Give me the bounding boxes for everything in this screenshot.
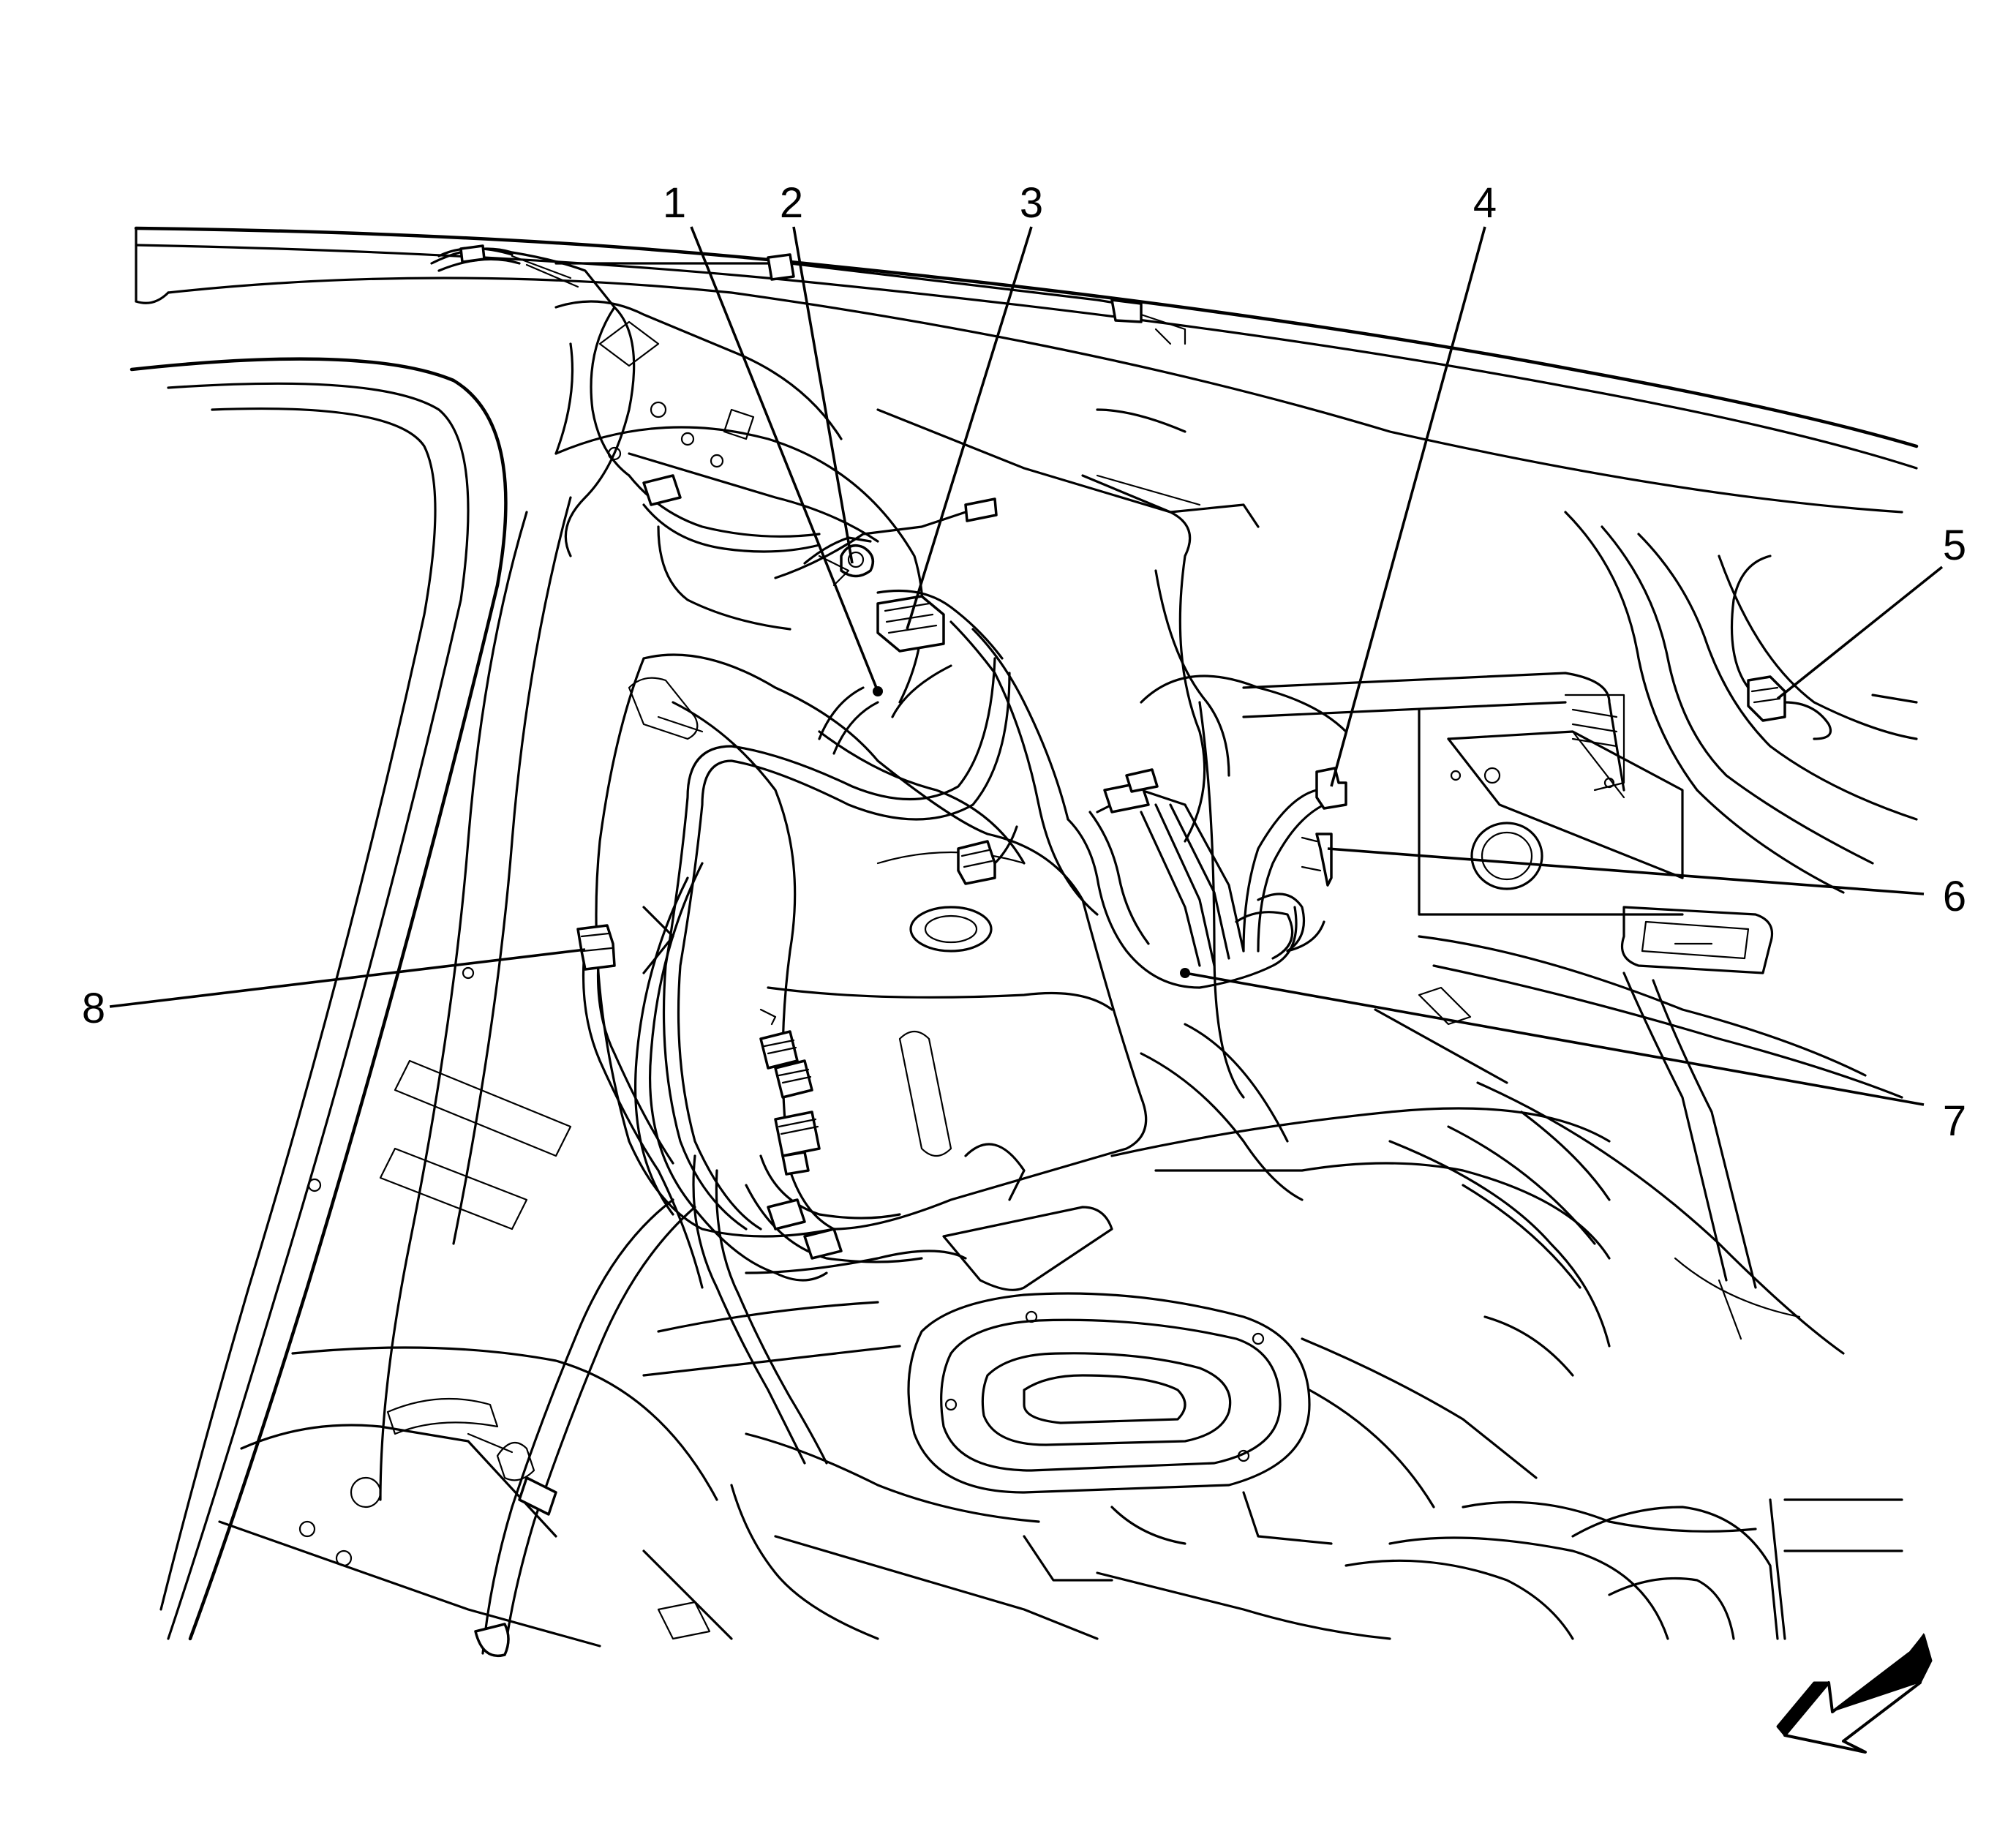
wiring-harness	[430, 244, 1347, 1657]
tank-top-connector	[957, 825, 1018, 885]
connector-8-body	[576, 924, 616, 971]
callout-8: 8	[82, 985, 105, 1032]
connector-3-body	[876, 595, 945, 653]
callout-labels: 1 2 3 4 5 6 7 8	[82, 179, 1966, 1145]
callout-2: 2	[780, 179, 803, 227]
callout-1: 1	[663, 179, 686, 227]
callout-6: 6	[1943, 873, 1966, 920]
front-direction-arrow-icon	[1776, 1633, 1933, 1754]
connector-5-body	[1730, 555, 1832, 740]
vehicle-body-line-art	[129, 226, 1919, 1647]
callout-4: 4	[1473, 179, 1497, 227]
callout-7: 7	[1943, 1097, 1966, 1145]
callout-3: 3	[1020, 179, 1043, 227]
callout-leaders	[109, 226, 1944, 1106]
callout-5: 5	[1943, 522, 1966, 569]
